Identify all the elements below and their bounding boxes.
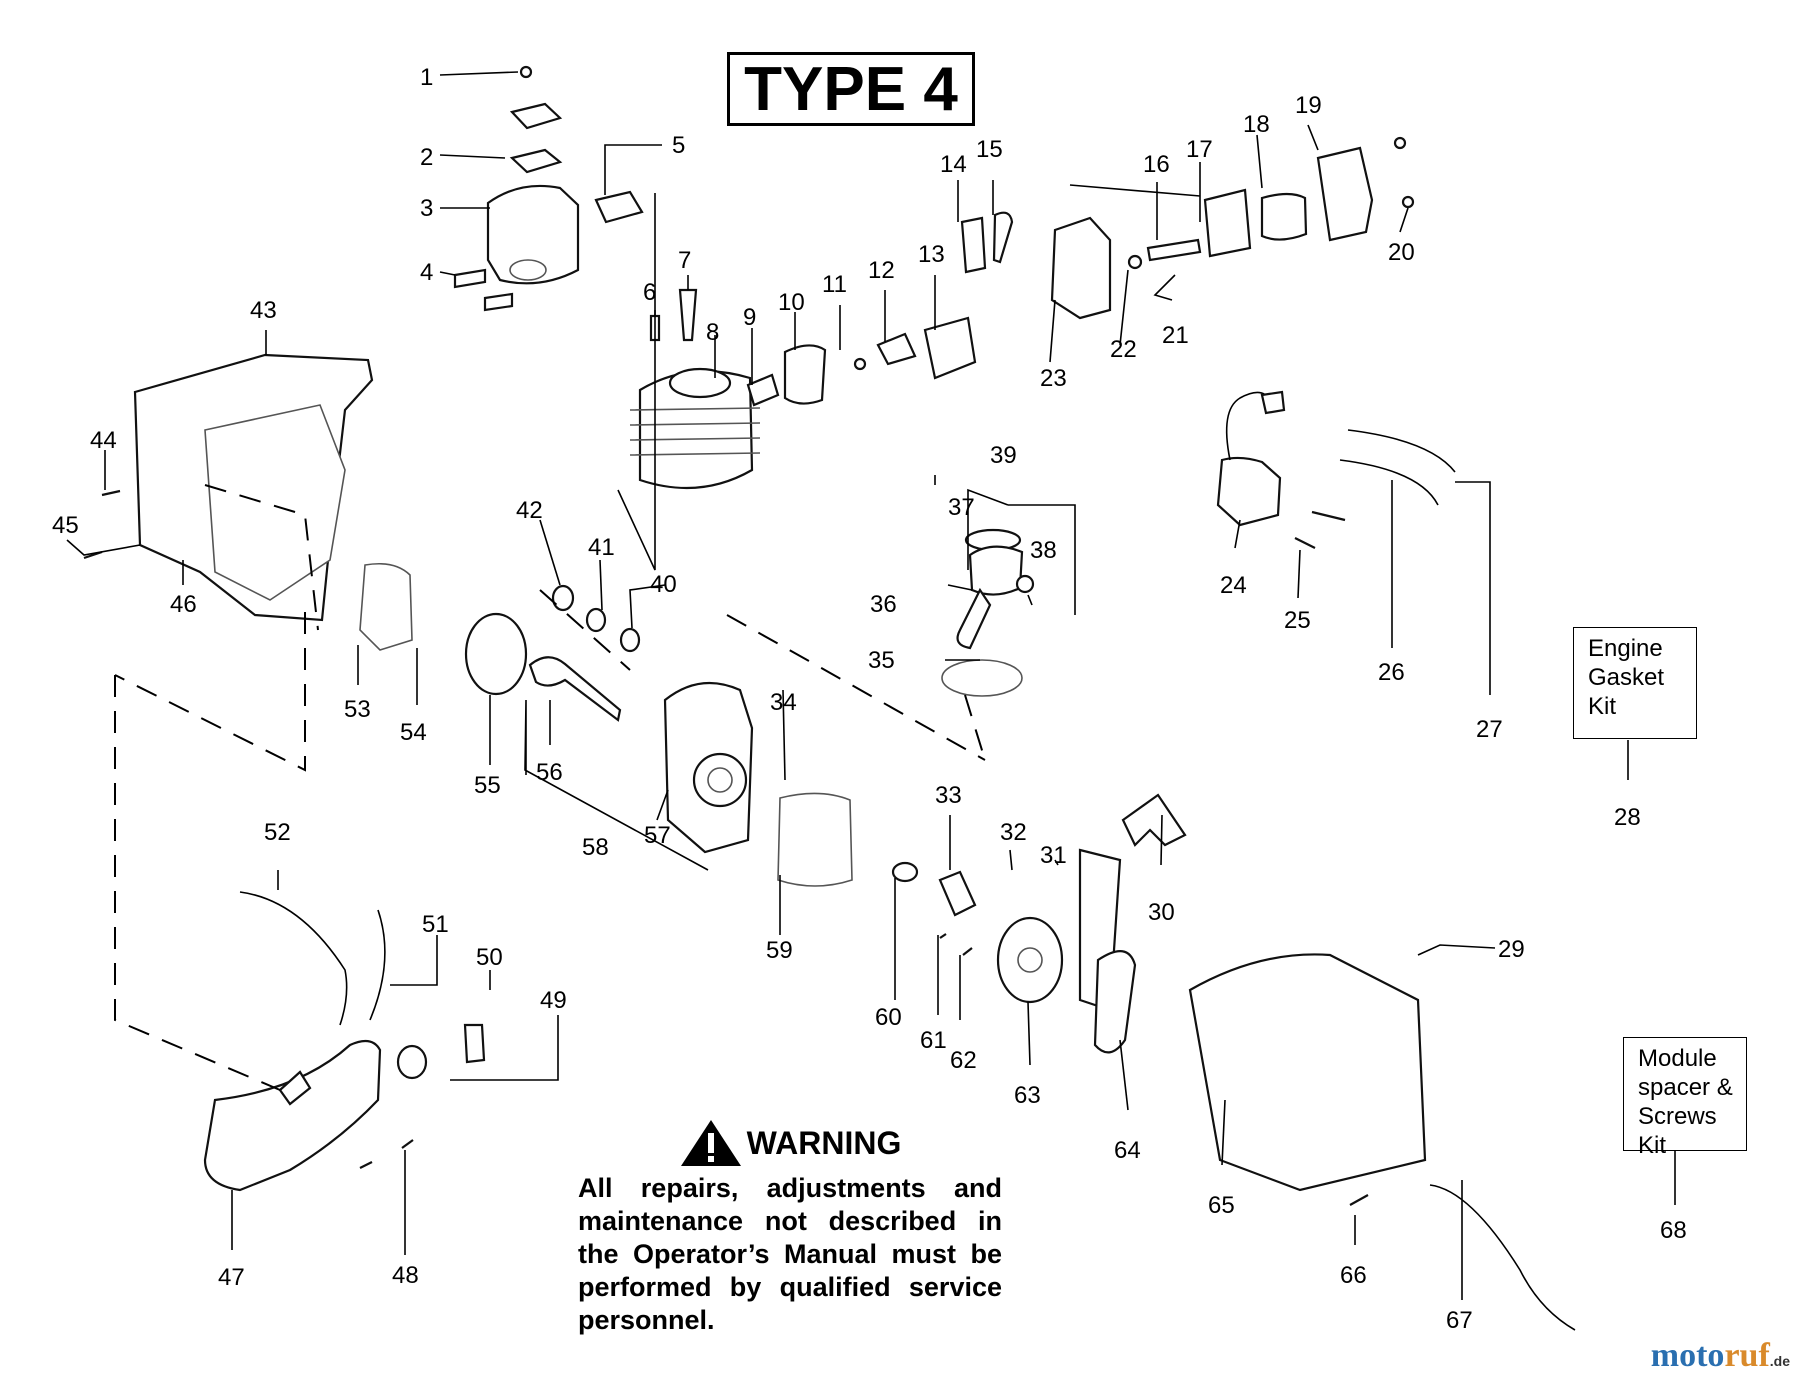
callout-39: 39: [990, 442, 1017, 469]
callout-38: 38: [1030, 537, 1057, 564]
kit-line: Engine: [1588, 635, 1663, 662]
callout-35: 35: [868, 647, 895, 674]
callout-63: 63: [1014, 1082, 1041, 1109]
callout-14: 14: [940, 151, 967, 178]
callout-5: 5: [672, 132, 685, 159]
type-title: TYPE 4: [727, 52, 975, 126]
module-spacer-kit-label: Module spacer & Screws Kit: [1623, 1037, 1747, 1159]
callout-50: 50: [476, 944, 503, 971]
callout-57: 57: [644, 822, 671, 849]
callout-11: 11: [822, 271, 847, 298]
callout-55: 55: [474, 772, 501, 799]
muffler-group: [453, 65, 644, 312]
callout-2: 2: [420, 144, 433, 171]
callout-40: 40: [650, 571, 677, 598]
warning-notice: WARNING All repairs, adjustments and mai…: [578, 1118, 1002, 1337]
callout-65: 65: [1208, 1192, 1235, 1219]
callout-43: 43: [250, 297, 277, 324]
callout-59: 59: [766, 937, 793, 964]
callout-52: 52: [264, 819, 291, 846]
callout-16: 16: [1143, 151, 1170, 178]
callout-67: 67: [1446, 1307, 1473, 1334]
callout-36: 36: [870, 591, 897, 618]
fuel-tank-group: [203, 891, 486, 1192]
callout-15: 15: [976, 136, 1003, 163]
brand-logo: motoruf.de: [1650, 1337, 1790, 1374]
callout-12: 12: [868, 257, 895, 284]
callout-23: 23: [1040, 365, 1067, 392]
callout-labels: 1 2 3 4 5 6 7 8 9 10 11 12 13 14 15 16 1…: [52, 64, 1687, 1334]
kit-line: Kit: [1638, 1132, 1667, 1159]
piston-group: [941, 528, 1035, 697]
callout-42: 42: [516, 497, 543, 524]
callout-4: 4: [420, 259, 433, 286]
callout-45: 45: [52, 512, 79, 539]
warning-body: All repairs, adjustments and maintenance…: [578, 1173, 1002, 1335]
callout-56: 56: [536, 759, 563, 786]
callout-49: 49: [540, 987, 567, 1014]
callout-22: 22: [1110, 336, 1137, 363]
callout-53: 53: [344, 696, 371, 723]
warning-heading: WARNING: [746, 1124, 902, 1161]
callout-37: 37: [948, 494, 975, 521]
assembly-dashed-lines: [114, 484, 986, 1091]
callout-26: 26: [1378, 659, 1405, 686]
warning-triangle-icon: [680, 1120, 741, 1166]
callout-30: 30: [1148, 899, 1175, 926]
callout-64: 64: [1114, 1137, 1141, 1164]
callout-32: 32: [1000, 819, 1027, 846]
callout-24: 24: [1220, 572, 1247, 599]
callout-6: 6: [643, 279, 656, 306]
callout-19: 19: [1295, 92, 1322, 119]
kit-line: Module: [1638, 1045, 1717, 1072]
callout-27: 27: [1476, 716, 1503, 743]
kit-line: spacer &: [1638, 1074, 1733, 1101]
callout-58: 58: [582, 834, 609, 861]
callout-18: 18: [1243, 111, 1270, 138]
leader-lines: [66, 71, 1676, 1300]
engine-gasket-kit-label: Engine Gasket Kit: [1573, 627, 1697, 739]
crankcase-group: [464, 584, 853, 887]
callout-62: 62: [950, 1047, 977, 1074]
callout-44: 44: [90, 427, 117, 454]
callout-54: 54: [400, 719, 427, 746]
callout-31: 31: [1040, 842, 1067, 869]
callout-51: 51: [422, 911, 449, 938]
callout-7: 7: [678, 247, 691, 274]
callout-1: 1: [420, 64, 433, 91]
kit-line: Gasket: [1588, 664, 1665, 691]
callout-9: 9: [743, 304, 756, 331]
callout-60: 60: [875, 1004, 902, 1031]
callout-47: 47: [218, 1264, 245, 1291]
kit-line: Screws: [1638, 1103, 1717, 1130]
callout-20: 20: [1388, 239, 1415, 266]
ignition-group: [1216, 390, 1456, 549]
callout-68: 68: [1660, 1217, 1687, 1244]
callout-33: 33: [935, 782, 962, 809]
callout-29: 29: [1498, 936, 1525, 963]
callout-61: 61: [920, 1027, 947, 1054]
starter-group: [891, 793, 1576, 1331]
callout-41: 41: [588, 534, 615, 561]
shroud-group: [83, 353, 413, 651]
callout-3: 3: [420, 195, 433, 222]
kit-line: Kit: [1588, 693, 1617, 720]
callout-8: 8: [706, 319, 719, 346]
callout-46: 46: [170, 591, 197, 618]
callout-48: 48: [392, 1262, 419, 1289]
callout-28: 28: [1614, 804, 1641, 831]
callout-10: 10: [778, 289, 805, 316]
callout-34: 34: [770, 689, 797, 716]
callout-13: 13: [918, 241, 945, 268]
callout-66: 66: [1340, 1262, 1367, 1289]
callout-17: 17: [1186, 136, 1213, 163]
callout-21: 21: [1162, 322, 1189, 349]
callout-25: 25: [1284, 607, 1311, 634]
